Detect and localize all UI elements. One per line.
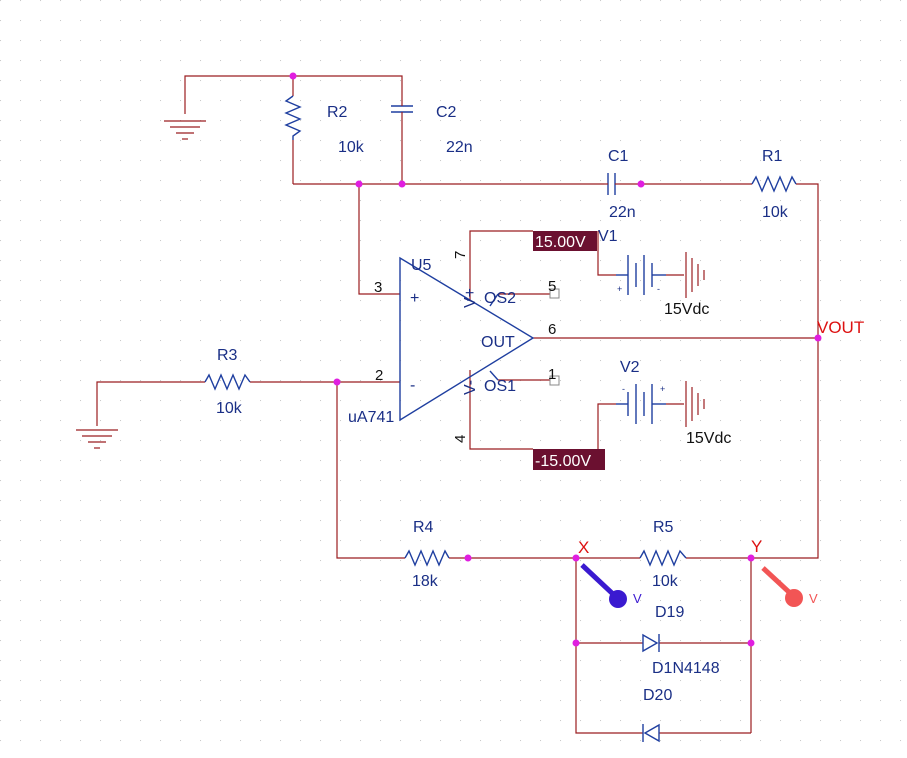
v1-minus-mark: - bbox=[657, 284, 660, 294]
d19-ref-label: D19 bbox=[655, 604, 684, 621]
v2-value-label: 15Vdc bbox=[686, 430, 731, 447]
r1-value-label: 10k bbox=[762, 204, 789, 221]
voltage-probe-x[interactable]: V bbox=[580, 563, 642, 608]
v2-ref-label: V2 bbox=[620, 359, 640, 376]
u5-plus-input: + bbox=[410, 290, 419, 307]
ground-symbol-v2 bbox=[685, 381, 705, 427]
r5-value-label: 10k bbox=[652, 573, 679, 590]
ground-symbol-r3 bbox=[76, 429, 118, 449]
wires bbox=[96, 75, 819, 734]
probe-y-text: V bbox=[809, 591, 818, 606]
u5-os2-label: OS2 bbox=[484, 290, 516, 307]
battery-v2[interactable] bbox=[616, 384, 666, 424]
voltage-flag-positive[interactable]: 15.00V bbox=[533, 231, 597, 251]
resistor-r2[interactable] bbox=[284, 95, 302, 140]
v2-minus-mark: - bbox=[622, 384, 625, 394]
u5-ref-label: U5 bbox=[411, 257, 432, 274]
c1-ref-label: C1 bbox=[608, 148, 629, 165]
d20-ref-label: D20 bbox=[643, 687, 672, 704]
opamp-u5[interactable] bbox=[399, 256, 535, 422]
r4-value-label: 18k bbox=[412, 573, 439, 590]
capacitor-c2[interactable] bbox=[391, 100, 413, 118]
u5-pin-4: 4 bbox=[452, 435, 469, 443]
resistor-r4[interactable] bbox=[404, 549, 450, 567]
net-label-vout: VOUT bbox=[817, 318, 864, 337]
v2-plus-mark: + bbox=[660, 384, 665, 394]
c2-value-label: 22n bbox=[446, 139, 473, 156]
d19-value-label: D1N4148 bbox=[652, 660, 720, 677]
probe-x-text: V bbox=[633, 591, 642, 606]
r4-ref-label: R4 bbox=[413, 519, 434, 536]
junction-dots bbox=[289, 72, 822, 647]
u5-pin-6: 6 bbox=[548, 321, 556, 338]
u5-os1-label: OS1 bbox=[484, 378, 516, 395]
r3-ref-label: R3 bbox=[217, 347, 238, 364]
diode-d19[interactable] bbox=[642, 633, 660, 653]
u5-pin-3: 3 bbox=[374, 279, 382, 296]
voltage-flag-positive-text: 15.00V bbox=[535, 234, 586, 251]
c1-value-label: 22n bbox=[609, 204, 636, 221]
u5-pin-7: 7 bbox=[452, 251, 469, 259]
u5-minus-input: - bbox=[410, 377, 415, 394]
c2-ref-label: C2 bbox=[436, 104, 457, 121]
ground-symbol-top bbox=[164, 120, 206, 140]
capacitor-c1[interactable] bbox=[604, 173, 620, 195]
u5-pin-1: 1 bbox=[548, 366, 556, 383]
r2-value-label: 10k bbox=[338, 139, 365, 156]
u5-vplus-label: V+ bbox=[462, 288, 479, 308]
ground-symbol-v1 bbox=[685, 252, 705, 298]
r5-ref-label: R5 bbox=[653, 519, 674, 536]
r1-ref-label: R1 bbox=[762, 148, 783, 165]
v1-value-label: 15Vdc bbox=[664, 301, 709, 318]
diode-d20[interactable] bbox=[642, 723, 660, 743]
v1-plus-mark: + bbox=[617, 284, 622, 294]
battery-v1[interactable] bbox=[616, 255, 666, 295]
u5-pin-2: 2 bbox=[375, 367, 383, 384]
r2-ref-label: R2 bbox=[327, 104, 348, 121]
pin-terminal-os1 bbox=[549, 375, 560, 386]
u5-out-label: OUT bbox=[481, 334, 515, 351]
net-label-y: Y bbox=[751, 537, 762, 556]
voltage-flag-negative[interactable]: -15.00V bbox=[533, 449, 605, 470]
voltage-flag-negative-text: -15.00V bbox=[535, 453, 591, 470]
net-label-x: X bbox=[578, 538, 589, 557]
resistor-r1[interactable] bbox=[751, 175, 797, 193]
resistor-r3[interactable] bbox=[204, 373, 251, 391]
voltage-probe-y[interactable]: V bbox=[761, 566, 818, 607]
pin-terminal-os2 bbox=[549, 288, 560, 299]
r3-value-label: 10k bbox=[216, 400, 243, 417]
v1-ref-label: V1 bbox=[598, 228, 618, 245]
u5-model-label: uA741 bbox=[348, 409, 394, 426]
u5-vminus-label: V- bbox=[462, 380, 479, 395]
resistor-r5[interactable] bbox=[639, 549, 687, 567]
u5-pin-5: 5 bbox=[548, 278, 556, 295]
